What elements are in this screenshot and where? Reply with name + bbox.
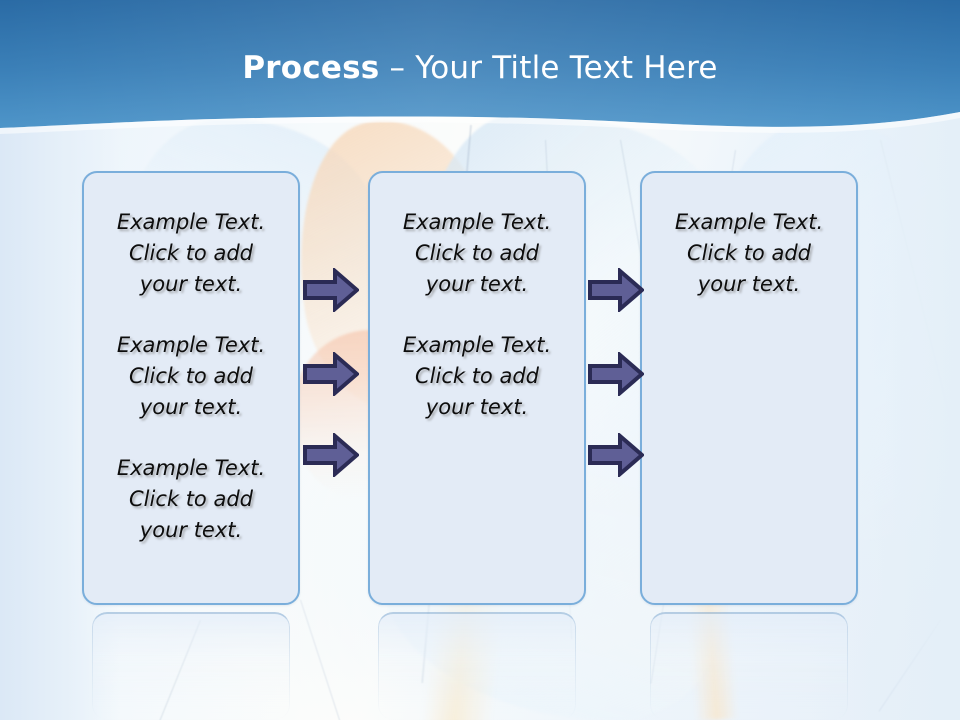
arrow-1-2[interactable] <box>303 352 359 396</box>
process-box-stage-3[interactable]: Example Text. Click to add your text. <box>640 171 858 605</box>
page-title: Process – Your Title Text Here <box>0 48 960 88</box>
arrow-right-icon <box>303 352 359 396</box>
process-text-2-1[interactable]: Example Text. Click to add your text. <box>402 210 552 296</box>
reflection-stage-3 <box>650 612 848 720</box>
arrow-1-3[interactable] <box>303 433 359 477</box>
slide-header-band: Process – Your Title Text Here <box>0 0 960 160</box>
process-box-stage-1[interactable]: Example Text. Click to add your text. Ex… <box>82 171 300 605</box>
arrow-right-icon <box>588 352 644 396</box>
process-text-1-2[interactable]: Example Text. Click to add your text. <box>116 333 266 419</box>
page-title-rest: – Your Title Text Here <box>379 50 718 86</box>
reflection-stage-2 <box>378 612 576 720</box>
arrow-1-1[interactable] <box>303 268 359 312</box>
page-title-lead: Process <box>242 50 380 86</box>
process-box-stage-2-content: Example Text. Click to add your text. Ex… <box>370 173 584 423</box>
arrow-2-1[interactable] <box>588 268 644 312</box>
arrow-right-icon <box>303 433 359 477</box>
arrow-2-3[interactable] <box>588 433 644 477</box>
process-box-stage-2[interactable]: Example Text. Click to add your text. Ex… <box>368 171 586 605</box>
arrow-right-icon <box>303 268 359 312</box>
arrow-2-2[interactable] <box>588 352 644 396</box>
process-text-1-1[interactable]: Example Text. Click to add your text. <box>116 210 266 296</box>
process-box-stage-1-content: Example Text. Click to add your text. Ex… <box>84 173 298 546</box>
process-text-3-1[interactable]: Example Text. Click to add your text. <box>674 210 824 296</box>
process-box-stage-3-content: Example Text. Click to add your text. <box>642 173 856 300</box>
arrow-right-icon <box>588 268 644 312</box>
arrow-right-icon <box>588 433 644 477</box>
process-text-2-2[interactable]: Example Text. Click to add your text. <box>402 333 552 419</box>
process-text-1-3[interactable]: Example Text. Click to add your text. <box>116 456 266 542</box>
reflection-stage-1 <box>92 612 290 720</box>
